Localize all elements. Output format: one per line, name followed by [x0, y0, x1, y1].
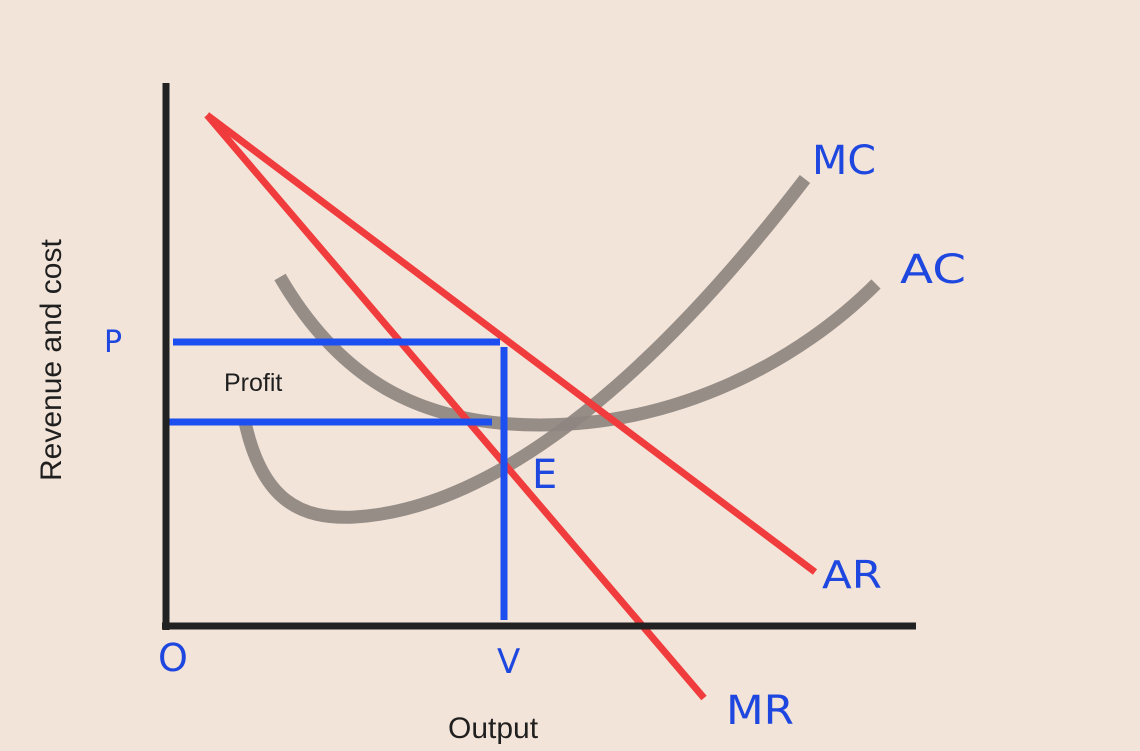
ac-label: AC — [900, 247, 966, 293]
p-label: P — [104, 325, 122, 360]
profit-label: Profit — [224, 369, 282, 397]
mc-label: MC — [812, 138, 876, 184]
mc-curve — [238, 175, 811, 524]
origin-label: O — [158, 636, 188, 680]
mr-line — [204, 112, 707, 701]
x-axis-title: Output — [448, 712, 539, 745]
v-label: V — [497, 642, 520, 682]
ac-curve — [274, 273, 881, 432]
ar-line — [204, 112, 818, 575]
mr-label: MR — [726, 688, 794, 734]
ar-label: AR — [822, 553, 882, 597]
e-label: E — [532, 452, 557, 498]
y-axis-title: Revenue and cost — [35, 239, 68, 481]
